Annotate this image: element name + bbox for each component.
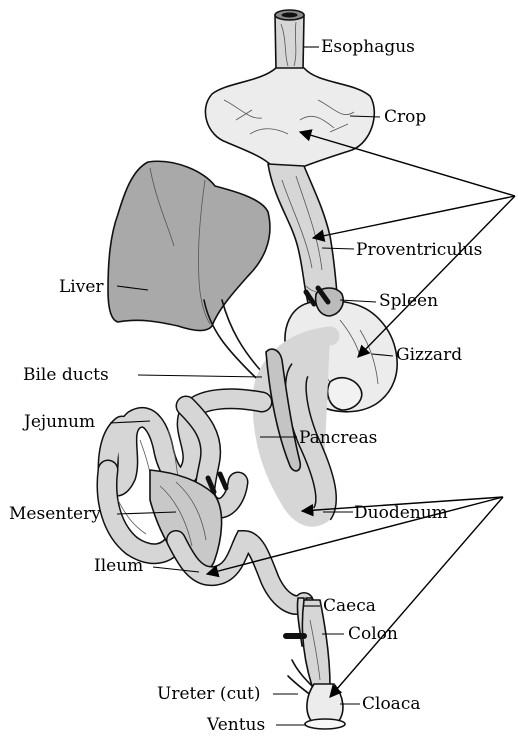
label-esophagus: Esophagus <box>321 37 415 57</box>
label-spleen: Spleen <box>379 291 438 311</box>
label-mesentery: Mesentery <box>9 504 101 524</box>
label-pancreas: Pancreas <box>299 428 377 448</box>
label-colon: Colon <box>348 624 398 644</box>
label-jejunum: Jejunum <box>22 412 95 432</box>
label-duodenum: Duodenum <box>354 503 448 523</box>
arrow-to-gizzard <box>358 196 515 357</box>
label-liver: Liver <box>59 277 104 297</box>
label-cloaca: Cloaca <box>362 694 420 714</box>
label-proventriculus: Proventriculus <box>356 240 482 260</box>
label-caeca: Caeca <box>323 596 376 616</box>
liver-illustration <box>108 161 270 330</box>
label-ureter: Ureter (cut) <box>157 684 261 704</box>
crop-illustration <box>205 68 374 171</box>
arrow-to-crop <box>300 132 515 196</box>
esophagus-illustration <box>275 10 304 70</box>
label-crop: Crop <box>384 107 426 127</box>
vent-illustration <box>305 719 345 729</box>
label-ventus: Ventus <box>206 715 265 735</box>
arrow-to-proventriculus <box>313 196 515 238</box>
cloaca-illustration <box>307 684 343 722</box>
label-gizzard: Gizzard <box>396 345 462 365</box>
label-bile-ducts: Bile ducts <box>23 365 109 385</box>
label-ileum: Ileum <box>94 556 143 576</box>
